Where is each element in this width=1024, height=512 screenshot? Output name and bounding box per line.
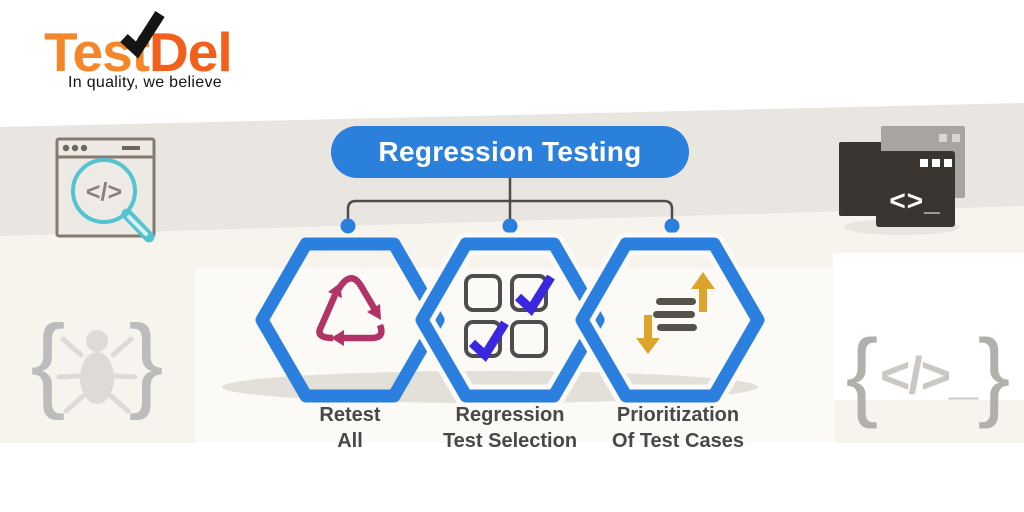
logo-del: Del — [149, 21, 233, 83]
label-line: Regression — [455, 404, 565, 426]
recycle-icon — [316, 275, 385, 346]
browser-dot — [62, 144, 70, 152]
logo-checkmark-icon — [120, 11, 165, 59]
label-line: Of Test Cases — [612, 430, 744, 452]
browser-dash — [122, 146, 140, 150]
logo-wordmark: TestDel — [44, 22, 274, 82]
code-glyph: </> — [86, 178, 122, 206]
magnifier-lens — [71, 158, 137, 224]
logo-tagline: In quality, we believe — [68, 74, 222, 91]
label-line: Prioritization — [616, 404, 740, 426]
checkbox-grid-icon — [464, 274, 555, 362]
up-arrow — [691, 272, 715, 312]
right-panel — [833, 253, 1024, 400]
hexagon-chain — [255, 232, 770, 408]
checkbox — [510, 320, 548, 358]
browser-dot — [71, 144, 79, 152]
priority-arrows-icon — [636, 272, 715, 354]
node-label-retest-all: Retest All — [270, 402, 430, 454]
hexagon-prioritization — [575, 237, 765, 403]
close-brace: } — [978, 319, 1011, 429]
label-line: Retest — [319, 404, 381, 426]
code-glyph: </>_ — [880, 347, 979, 405]
code-in-braces-icon: { } </>_ — [846, 319, 1011, 429]
code-glyph: <>_ — [889, 185, 940, 216]
browser-code-search-icon: </> — [55, 137, 156, 243]
check-mark — [514, 274, 555, 316]
connector-dot — [502, 218, 518, 234]
close-brace: } — [128, 304, 163, 421]
hexagon-regression-test-selection — [415, 237, 605, 403]
connector-dot — [340, 218, 356, 234]
testdel-logo: TestDel — [44, 11, 274, 102]
label-line: All — [337, 430, 363, 452]
bug-icon — [56, 330, 138, 414]
hexagon-retest-all — [255, 237, 445, 403]
diagram-title: Regression Testing — [331, 126, 689, 178]
open-brace: { — [30, 304, 65, 421]
label-line: Test Selection — [442, 430, 578, 452]
connector-lines — [340, 177, 680, 234]
browser-dot — [80, 144, 88, 152]
stacked-code-windows-icon: <>_ — [839, 126, 965, 227]
connector-dot — [664, 218, 680, 234]
check-mark — [468, 320, 509, 362]
node-label-regression-test-selection: Regression Test Selection — [410, 402, 610, 454]
checkbox — [464, 274, 502, 312]
bug-in-braces-icon: { } — [30, 304, 163, 421]
down-arrow — [636, 315, 660, 354]
open-brace: { — [846, 319, 879, 429]
node-label-prioritization: Prioritization Of Test Cases — [576, 402, 780, 454]
